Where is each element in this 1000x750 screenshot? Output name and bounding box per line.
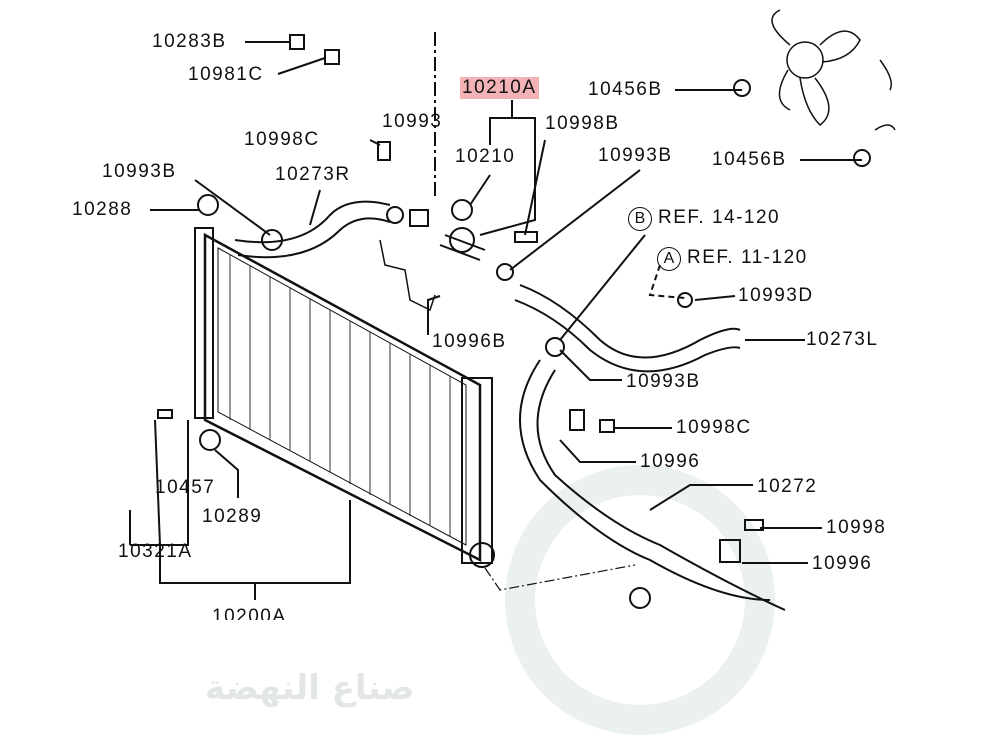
ref-b-text: REF. 14-120 (658, 207, 781, 228)
label-10998: 10998 (826, 517, 887, 538)
label-10288: 10288 (72, 199, 133, 220)
label-10996B: 10996B (432, 331, 507, 352)
label-10289: 10289 (202, 506, 263, 527)
label-10457: 10457 (155, 477, 216, 498)
label-10321A: 10321A (118, 541, 193, 562)
label-10210: 10210 (455, 146, 516, 167)
label-10996: 10996 (640, 451, 701, 472)
label-10210A-highlighted[interactable]: 10210A (460, 77, 539, 99)
label-10272: 10272 (757, 476, 818, 497)
label-10993B: 10993B (102, 161, 177, 182)
ref-b-circle: B (628, 207, 652, 231)
label-10456B: 10456B (588, 79, 663, 100)
label-10998B: 10998B (545, 113, 620, 134)
label-10456B: 10456B (712, 149, 787, 170)
ref-a-circle: A (657, 247, 681, 271)
fan (771, 9, 896, 131)
label-10998C: 10998C (244, 129, 320, 150)
label-10996: 10996 (812, 553, 873, 574)
label-10998C: 10998C (676, 417, 752, 438)
label-10993D: 10993D (738, 285, 814, 306)
label-10283B: 10283B (152, 31, 227, 52)
label-10993B: 10993B (598, 145, 673, 166)
leader-lines (129, 32, 862, 600)
ref-b-label: B REF. 14-120 (628, 207, 780, 231)
label-10273R: 10273R (275, 164, 351, 185)
watermark-logo: صناع النهضة (205, 668, 415, 708)
label-10200A: 10200A (212, 606, 287, 620)
small-parts (157, 34, 871, 609)
watermark-gear (505, 465, 775, 735)
ref-a-text: REF. 11-120 (687, 247, 808, 268)
label-10993B: 10993B (626, 371, 701, 392)
label-10993: 10993 (382, 111, 443, 132)
label-10273L: 10273L (806, 329, 879, 350)
ref-a-label: A REF. 11-120 (657, 247, 808, 271)
label-10981C: 10981C (188, 64, 264, 85)
radiator (194, 227, 495, 568)
